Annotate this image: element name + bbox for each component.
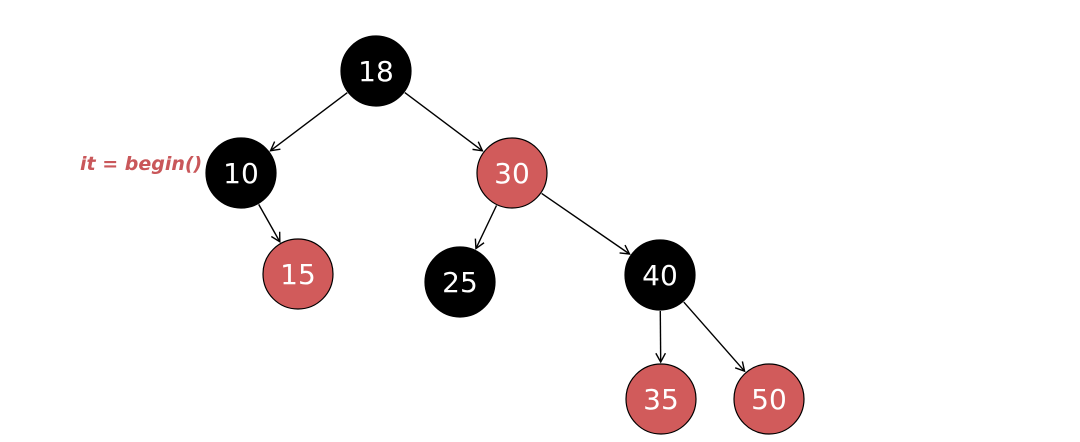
edge-n10-n15 xyxy=(258,204,281,244)
tree-node-15: 15 xyxy=(262,238,334,310)
arrowhead-icon xyxy=(472,141,484,152)
edge-n40-n50 xyxy=(683,301,746,373)
tree-node-25: 25 xyxy=(424,246,496,318)
black-node-circle xyxy=(424,246,496,318)
edge-line xyxy=(541,192,630,255)
edge-line xyxy=(258,204,281,243)
red-node-circle xyxy=(262,238,334,310)
node-value: 15 xyxy=(280,258,316,291)
node-value: 35 xyxy=(643,383,679,416)
edge-n18-n30 xyxy=(404,92,484,152)
edge-n30-n40 xyxy=(541,192,631,255)
arrowhead-icon xyxy=(619,244,631,255)
tree-node-18: 18 xyxy=(340,35,412,107)
red-node-circle xyxy=(476,137,548,209)
node-value: 10 xyxy=(223,157,259,190)
node-value: 30 xyxy=(494,157,530,190)
arrowhead-icon xyxy=(655,352,667,364)
edge-n30-n25 xyxy=(474,205,498,250)
red-node-circle xyxy=(733,363,805,435)
edge-line xyxy=(475,205,498,249)
tree-node-30: 30 xyxy=(476,137,548,209)
arrowhead-icon xyxy=(269,141,281,152)
black-node-circle xyxy=(205,137,277,209)
tree-node-40: 40 xyxy=(624,239,696,311)
edge-line xyxy=(270,92,348,152)
black-node-circle xyxy=(624,239,696,311)
edge-n18-n10 xyxy=(269,92,348,152)
edge-n40-n35 xyxy=(655,310,667,364)
tree-edges xyxy=(258,92,746,373)
iterator-label: it = begin() xyxy=(80,153,202,175)
node-value: 18 xyxy=(358,55,394,88)
node-value: 50 xyxy=(751,383,787,416)
red-node-circle xyxy=(625,363,697,435)
tree-node-35: 35 xyxy=(625,363,697,435)
node-value: 25 xyxy=(442,266,478,299)
black-node-circle xyxy=(340,35,412,107)
tree-node-50: 50 xyxy=(733,363,805,435)
arrowhead-icon xyxy=(474,238,485,250)
tree-nodes: 18 10 30 15 25 40 35 50 xyxy=(205,35,805,435)
arrowhead-icon xyxy=(270,231,281,244)
edge-line xyxy=(404,92,483,152)
edge-line xyxy=(683,301,746,372)
arrowhead-icon xyxy=(734,361,746,373)
node-value: 40 xyxy=(642,259,678,292)
tree-node-10: 10 xyxy=(205,137,277,209)
